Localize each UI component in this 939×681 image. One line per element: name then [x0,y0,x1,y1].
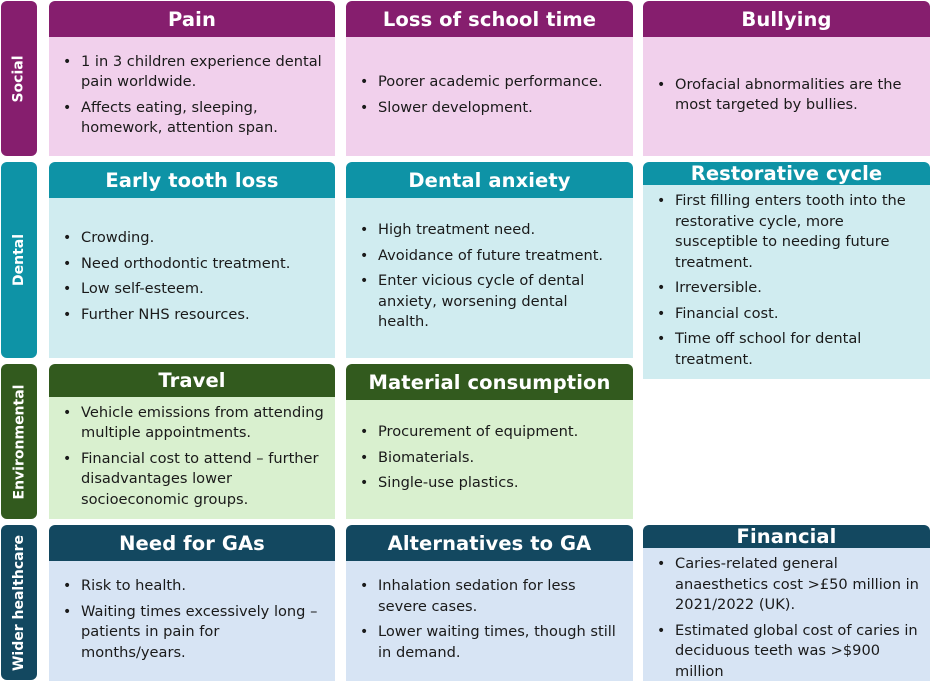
card-body: High treatment need. Avoidance of future… [346,198,633,358]
list-item: Further NHS resources. [59,305,325,326]
card-body: Orofacial abnormalities are the most tar… [643,37,930,156]
list-item: Orofacial abnormalities are the most tar… [653,75,920,116]
card-early-tooth-loss: Early tooth loss Crowding. Need orthodon… [49,162,335,358]
row-label-social: Social [1,1,37,156]
row-label-text: Wider healthcare [11,534,27,671]
list-item: Poorer academic performance. [356,72,623,93]
list-item: Need orthodontic treatment. [59,254,325,275]
card-bullying: Bullying Orofacial abnormalities are the… [643,1,930,156]
bullet-list: Procurement of equipment. Biomaterials. … [356,420,623,499]
list-item: High treatment need. [356,220,623,241]
bullet-list: High treatment need. Avoidance of future… [356,218,623,338]
bullet-list: Poorer academic performance. Slower deve… [356,70,623,123]
list-item: Time off school for dental treatment. [653,329,920,370]
card-body: Procurement of equipment. Biomaterials. … [346,400,633,519]
list-item: Financial cost. [653,304,920,325]
list-item: Crowding. [59,228,325,249]
row-label-text: Dental [11,233,27,287]
card-title: Pain [49,1,335,37]
list-item: Inhalation sedation for less severe case… [356,576,623,617]
card-body: Crowding. Need orthodontic treatment. Lo… [49,198,335,358]
list-item: Lower waiting times, though still in dem… [356,622,623,663]
card-title: Early tooth loss [49,162,335,198]
card-title: Restorative cycle [643,162,930,185]
card-travel: Travel Vehicle emissions from attending … [49,364,335,519]
bullet-list: Risk to health. Waiting times excessivel… [59,574,325,668]
bullet-list: Caries-related general anaesthetics cost… [653,552,920,681]
list-item: Enter vicious cycle of dental anxiety, w… [356,271,623,333]
card-body: Poorer academic performance. Slower deve… [346,37,633,156]
bullet-list: Orofacial abnormalities are the most tar… [653,73,920,121]
card-body: 1 in 3 children experience dental pain w… [49,37,335,156]
list-item: Vehicle emissions from attending multipl… [59,403,325,444]
list-item: Single-use plastics. [356,473,623,494]
card-need-for-gas: Need for GAs Risk to health. Waiting tim… [49,525,335,681]
row-label-text: Environmental [11,384,27,499]
list-item: 1 in 3 children experience dental pain w… [59,52,325,93]
card-body: Inhalation sedation for less severe case… [346,561,633,681]
card-title: Dental anxiety [346,162,633,198]
card-title: Need for GAs [49,525,335,561]
card-pain: Pain 1 in 3 children experience dental p… [49,1,335,156]
list-item: Caries-related general anaesthetics cost… [653,554,920,616]
bullet-list: Crowding. Need orthodontic treatment. Lo… [59,226,325,330]
list-item: Procurement of equipment. [356,422,623,443]
card-title: Loss of school time [346,1,633,37]
list-item: Biomaterials. [356,448,623,469]
row-label-environmental: Environmental [1,364,37,519]
list-item: Financial cost to attend – further disad… [59,449,325,511]
card-financial: Financial Caries-related general anaesth… [643,525,930,681]
row-label-wider-healthcare: Wider healthcare [1,525,37,680]
card-alternatives-to-ga: Alternatives to GA Inhalation sedation f… [346,525,633,681]
card-body: First filling enters tooth into the rest… [643,185,930,379]
card-loss-of-school-time: Loss of school time Poorer academic perf… [346,1,633,156]
card-body: Caries-related general anaesthetics cost… [643,548,930,681]
card-body: Vehicle emissions from attending multipl… [49,396,335,519]
card-body: Risk to health. Waiting times excessivel… [49,561,335,681]
bullet-list: First filling enters tooth into the rest… [653,189,920,375]
bullet-list: Vehicle emissions from attending multipl… [59,401,325,516]
card-title: Financial [643,525,930,548]
list-item: Avoidance of future treatment. [356,246,623,267]
list-item: Affects eating, sleeping, homework, atte… [59,98,325,139]
card-title: Bullying [643,1,930,37]
list-item: Estimated global cost of caries in decid… [653,621,920,681]
list-item: Low self-esteem. [59,279,325,300]
list-item: Risk to health. [59,576,325,597]
list-item: Slower development. [356,98,623,119]
bullet-list: Inhalation sedation for less severe case… [356,574,623,668]
card-dental-anxiety: Dental anxiety High treatment need. Avoi… [346,162,633,358]
card-title: Travel [49,364,335,397]
list-item: Waiting times excessively long – patient… [59,602,325,664]
card-title: Alternatives to GA [346,525,633,561]
card-restorative-cycle: Restorative cycle First filling enters t… [643,162,930,379]
row-label-dental: Dental [1,162,37,358]
row-label-text: Social [11,54,28,103]
bullet-list: 1 in 3 children experience dental pain w… [59,50,325,144]
card-title: Material consumption [346,364,633,400]
list-item: Irreversible. [653,278,920,299]
card-material-consumption: Material consumption Procurement of equi… [346,364,633,519]
list-item: First filling enters tooth into the rest… [653,191,920,273]
